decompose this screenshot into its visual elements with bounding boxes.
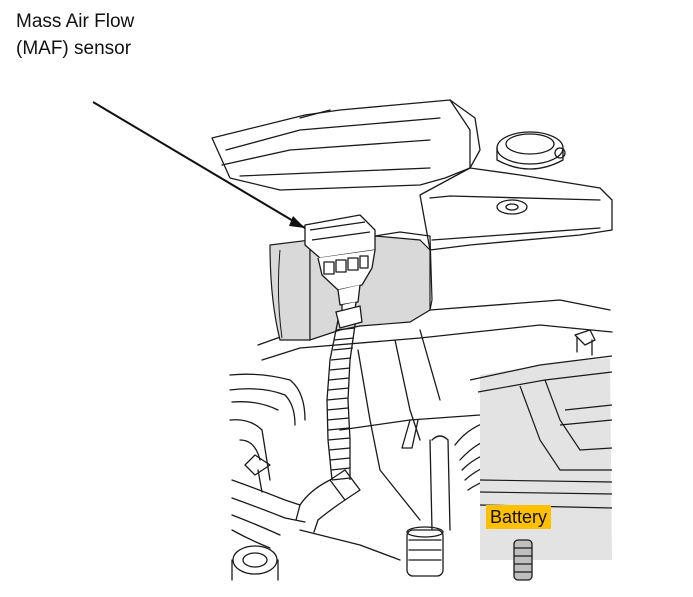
air-box-body — [419, 167, 613, 251]
maf-sensor-label: Mass Air Flow (MAF) sensor — [16, 8, 134, 62]
maf-connector — [304, 214, 376, 321]
battery-label: Battery — [486, 505, 552, 529]
battery-body — [469, 355, 613, 560]
pulley-bottom-left — [231, 545, 279, 581]
maf-label-line1: Mass Air Flow — [16, 11, 135, 32]
filler-cap — [496, 131, 566, 170]
upper-hose — [295, 469, 401, 561]
wiring-harness — [326, 305, 363, 481]
battery-terminal-post — [513, 539, 533, 581]
hoses-left — [229, 373, 306, 549]
vertical-hose — [406, 435, 451, 577]
air-cleaner-lid — [211, 99, 481, 191]
pointer-arrow — [92, 101, 306, 229]
maf-label-line2: (MAF) sensor — [16, 38, 132, 59]
